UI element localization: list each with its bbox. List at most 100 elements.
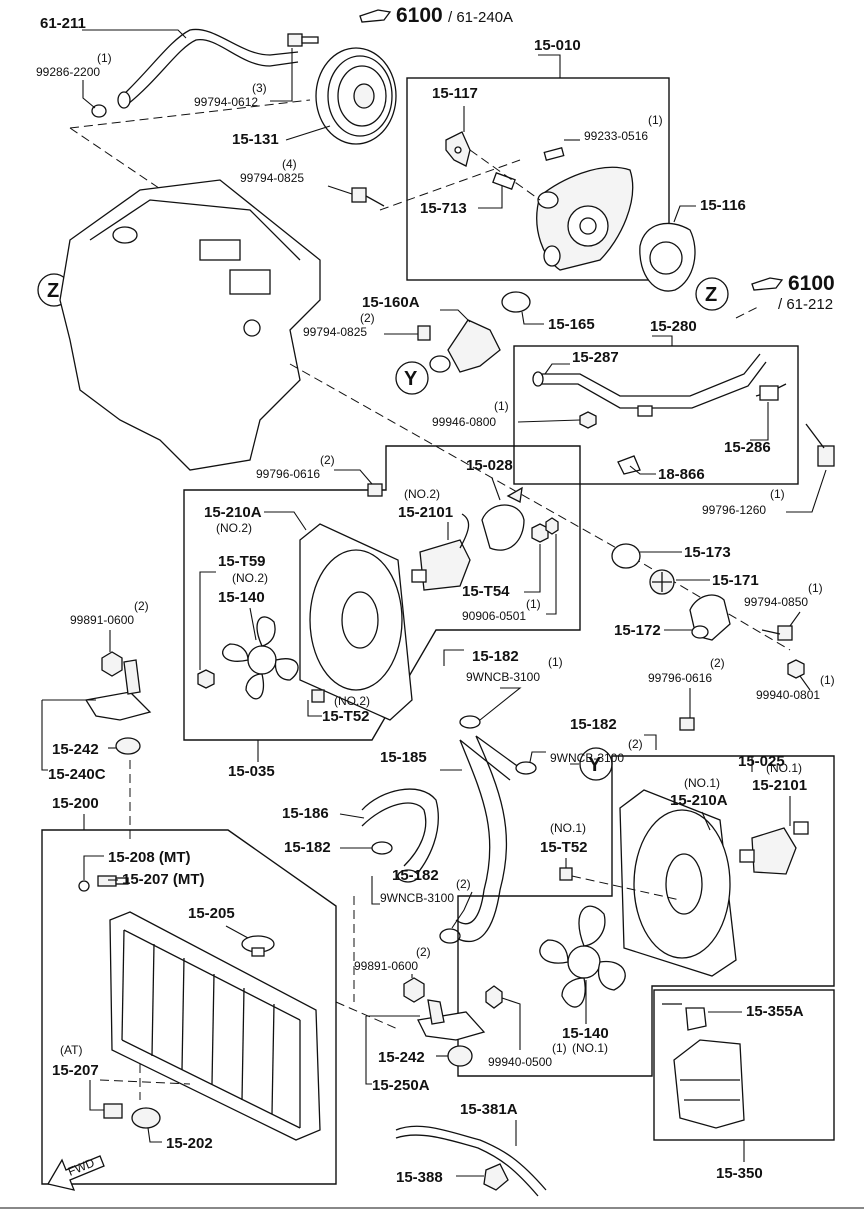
svg-text:/ 61-212: / 61-212 [778,296,833,313]
part-label-15-171: 15-171 [712,572,759,589]
part-label-15-200: 15-200 [52,795,99,812]
engine-block [59,179,321,471]
clip-15-388 [483,1163,509,1191]
part-label-15-205: 15-205 [188,905,235,922]
part-label-99891-0600-bot: 99891-0600 [354,959,418,973]
part-label-15-028: 15-028 [466,457,513,474]
part-label-15-2101-b: 15-2101 [752,777,807,794]
part-label-99794-0612-qty: (3) [252,81,267,95]
part-label-15-172: 15-172 [614,622,661,639]
part-label-15-287: 15-287 [572,349,619,366]
part-label-99794-0825-mid: 99794-0825 [303,325,367,339]
thermostat-15-171 [649,569,675,595]
part-label-15-207-mt: 15-207 (MT) [122,871,205,888]
fan-blade-no1 [539,905,626,1008]
water-pipe-box [513,345,799,485]
marker-y-mid: Y [579,747,613,781]
clamp-99286-2200 [91,104,107,118]
bolt-99794-0825-mid [417,325,431,341]
clamp-15-182-c [371,841,393,855]
svg-text:/ 61-240A: / 61-240A [448,9,513,26]
part-label-15-355A: 15-355A [746,1003,804,1020]
part-label-99940-0500-qty: (1) [552,1041,567,1055]
part-label-99233-0516: 99233-0516 [584,129,648,143]
part-label-99891-0600-bot-qty: (2) [416,945,431,959]
stud-15-713 [492,172,516,190]
part-label-9WNCB-3100-a-qty: (1) [548,655,563,669]
radiator-box-15-200 [41,829,337,1185]
part-label-15-381A: 15-381A [460,1101,518,1118]
part-label-15-185: 15-185 [380,749,427,766]
part-label-at: (AT) [60,1043,82,1057]
part-label-no2-c: (NO.2) [232,571,268,585]
part-label-15-182-c: 15-182 [284,839,331,856]
part-label-99233-0516-qty: (1) [648,113,663,127]
part-label-15-242-b: 15-242 [378,1049,425,1066]
fan-shroud-no2 [299,523,413,721]
part-label-15-210A-b: 15-210A [670,792,728,809]
part-label-15-280: 15-280 [650,318,697,335]
nut-15-T59 [197,669,215,689]
part-label-15-242-a: 15-242 [52,741,99,758]
part-label-no2-a: (NO.2) [404,487,440,501]
part-label-no2-b: (NO.2) [216,521,252,535]
bolt-99794-0825-top [351,187,385,207]
part-label-no1-d: (NO.1) [572,1041,608,1055]
part-label-99796-0616-top-qty: (2) [320,453,335,467]
part-label-no1-a: (NO.1) [684,776,720,790]
part-label-15-116: 15-116 [700,197,746,214]
nut-99940-0500 [485,985,503,1009]
part-label-99794-0850: 99794-0850 [744,595,808,609]
gasket-15-165 [501,291,531,313]
part-label-15-T52-b: 15-T52 [540,839,588,856]
part-label-15-131: 15-131 [232,131,279,148]
part-label-99286-2200: 99286-2200 [36,65,100,79]
water-pump-box [406,77,670,281]
part-label-99940-0801: 99940-0801 [756,688,820,702]
cushion-15-202 [131,1107,161,1129]
part-label-90906-0501: 90906-0501 [462,609,526,623]
part-label-15-T54: 15-T54 [462,583,510,600]
thermostat-cover-15-172 [689,594,731,641]
bracket-15-028 [481,486,525,551]
bolt-99796-1260 [805,423,835,467]
pin-99233-0516 [543,147,565,161]
part-label-9WNCB-3100-a: 9WNCB-3100 [466,670,540,684]
svg-text:Y: Y [588,754,602,776]
part-label-15-035: 15-035 [228,763,275,780]
clamp-15-182-d [439,928,461,944]
reference-6100-right: 6100 / 61-212 [751,272,835,313]
insulator-15-242-a [115,737,141,755]
part-label-15-182-a: 15-182 [472,648,519,665]
water-pipe-15-280 [532,353,787,417]
part-label-15-010: 15-010 [534,37,581,54]
part-label-15-165: 15-165 [548,316,595,333]
fan-assembly-box-15-025 [457,755,835,1077]
part-label-99796-1260-qty: (1) [770,487,785,501]
heater-hose-61-211 [117,28,299,109]
part-label-99796-1260: 99796-1260 [702,503,766,517]
part-label-99891-0600-top: 99891-0600 [70,613,134,627]
part-label-99796-0616-mid-qty: (2) [710,656,725,670]
nut-15-T54 [531,517,559,543]
part-label-15-T52-a: 15-T52 [322,708,370,725]
reservoir-cap-15-355A [662,1003,707,1031]
lower-hose-15-185 [455,735,521,943]
fan-motor-no1 [739,821,809,875]
part-label-99796-0616-mid: 99796-0616 [648,671,712,685]
part-label-15-160A: 15-160A [362,294,420,311]
clamp-15-182-a [459,715,481,729]
fan-blade-no2 [222,616,299,700]
upper-hose-15-186 [361,788,439,883]
part-label-15-182-d: 15-182 [392,867,439,884]
fan-shroud-no1 [619,789,737,977]
gasket-15-116 [639,222,696,292]
part-label-99794-0612: 99794-0612 [194,95,258,109]
part-label-99796-0616-top: 99796-0616 [256,467,320,481]
part-label-15-025: 15-025 [738,753,785,770]
part-label-99946-0800-qty: (1) [494,399,509,413]
nut-99891-0600-bot [403,977,425,1003]
part-label-15-388: 15-388 [396,1169,443,1186]
gasket-15-117 [445,131,471,167]
bolt-15-T52-no1 [559,867,573,881]
